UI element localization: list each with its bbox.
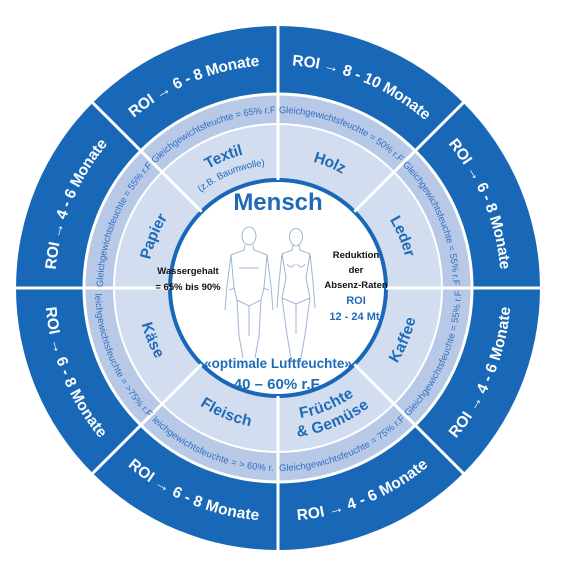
male-figure-icon: [224, 226, 274, 359]
optimal-humidity-label: «optimale Luftfeuchte»: [204, 356, 352, 371]
reduction-line2: der: [349, 265, 364, 276]
reduction-line1: Reduktion: [333, 250, 380, 261]
roi-label: ROI: [346, 295, 366, 307]
segment-divider: [353, 98, 468, 213]
segment-dividers: [12, 22, 544, 554]
center-mensch: Mensch Wassergehalt = 65% bis 90% Redukt…: [155, 189, 387, 393]
segment-divider: [88, 98, 203, 213]
segment-divider: [353, 363, 468, 478]
female-figure-icon: [276, 228, 316, 359]
segment-divider: [88, 363, 203, 478]
center-title: Mensch: [233, 189, 322, 216]
water-content-label: Wassergehalt: [157, 266, 219, 277]
water-content-value: = 65% bis 90%: [155, 282, 221, 293]
roi-value: 12 - 24 Mt.: [329, 311, 382, 323]
reduction-line3: Absenz-Raten: [324, 280, 388, 291]
optimal-humidity-range: 40 – 60% r.F.: [234, 376, 322, 393]
